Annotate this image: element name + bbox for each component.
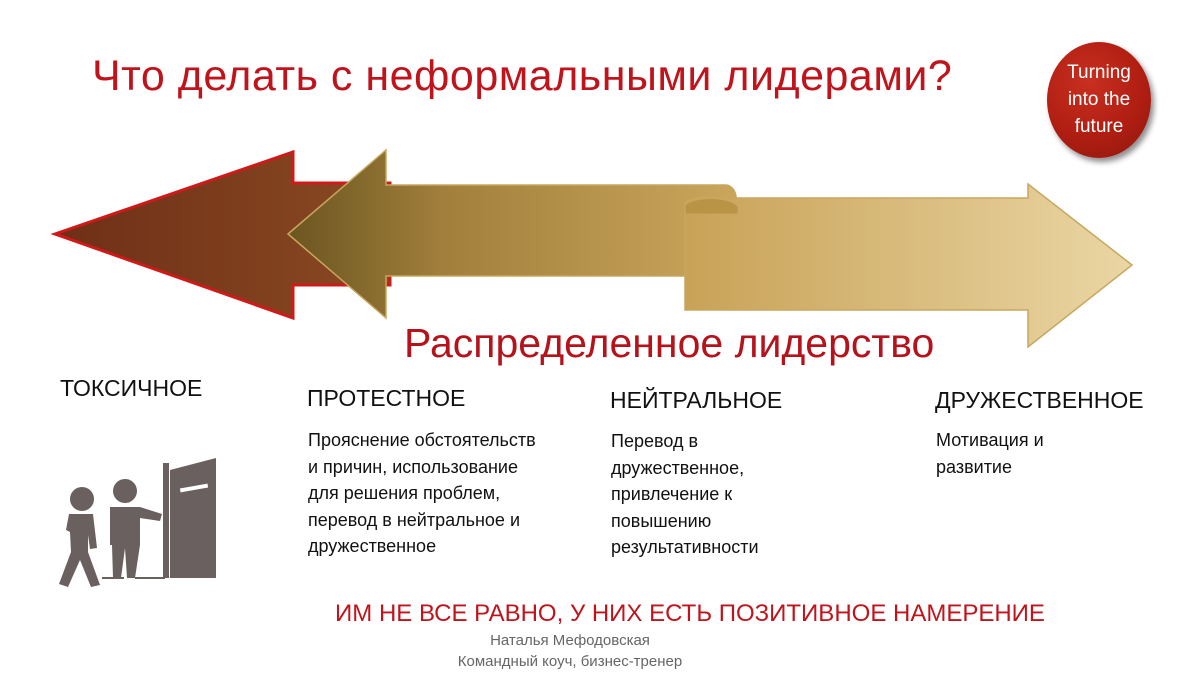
category-friendly-description: Мотивация и развитие (936, 430, 1044, 477)
slide-title: Что делать с неформальными лидерами? (92, 52, 953, 100)
category-neutral: НЕЙТРАЛЬНОЕ (610, 387, 783, 413)
category-toxic: ТОКСИЧНОЕ (60, 375, 203, 401)
category-neutral-description: Перевод в дружественное, привлечение к п… (611, 431, 759, 557)
friendly-right-arrow (684, 182, 1134, 349)
logo-line-3: future (1074, 116, 1124, 137)
author-role: Командный коуч, бизнес-тренер (457, 653, 683, 670)
gold-left-arrow (286, 148, 737, 320)
positive-intent-note: ИМ НЕ ВСЕ РАВНО, У НИХ ЕСТЬ ПОЗИТИВНОЕ Н… (335, 600, 1045, 627)
distributed-leadership-subtitle: Распределенное лидерство (404, 320, 935, 366)
logo-line-1: Turning (1067, 62, 1131, 83)
author-name: Наталья Мефодовская (490, 632, 650, 649)
category-protest: ПРОТЕСТНОЕ (307, 385, 466, 411)
category-protest-description: Прояснение обстоятельств и причин, испол… (308, 430, 536, 556)
category-friendly: ДРУЖЕСТВЕННОЕ (935, 387, 1144, 413)
ribbon-fold (684, 198, 739, 215)
turning-into-future-logo: Turning into the future (1047, 42, 1151, 158)
logo-line-2: into the (1067, 89, 1131, 110)
toxic-leader-leaving-door-icon (59, 458, 216, 587)
